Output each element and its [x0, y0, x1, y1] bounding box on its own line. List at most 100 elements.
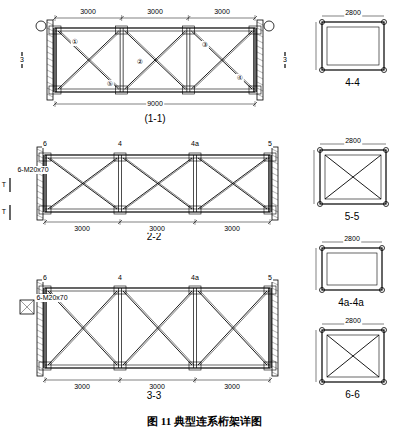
member-line: [48, 158, 117, 209]
member-line: [327, 335, 379, 377]
bolt-symbol: [264, 21, 274, 31]
member-line: [272, 197, 278, 200]
member-line: [45, 219, 46, 225]
member-line: [314, 150, 315, 204]
plate-outline: [322, 248, 382, 290]
member-line: [272, 179, 278, 182]
member-line: [37, 354, 43, 357]
member-line: [257, 70, 263, 73]
member-line: [272, 324, 278, 327]
member-line: [257, 64, 263, 67]
dimension-label: 3000: [146, 8, 164, 16]
member-line: [257, 28, 263, 31]
member-line: [272, 282, 278, 285]
member-line: [186, 28, 187, 92]
member-line: [272, 306, 278, 309]
member-line: [257, 40, 263, 43]
member-line: [56, 28, 57, 92]
member-line: [55, 31, 255, 32]
member-line: [200, 291, 269, 365]
plate-outline: [322, 22, 384, 70]
callout-number: ③: [201, 41, 209, 49]
member-line: [37, 179, 43, 182]
member-line: [48, 291, 117, 365]
member-line: [123, 158, 192, 209]
callout-number: ①: [71, 38, 79, 46]
member-line: [125, 158, 194, 209]
section-view: 6-6: [315, 320, 390, 388]
bolt-symbol: [320, 68, 325, 73]
callout-number: ④: [236, 74, 244, 82]
dimension-label: 6-M20x70: [35, 294, 68, 302]
plate-outline: [47, 20, 53, 100]
section-view: 4a-4a: [315, 240, 387, 296]
member-line: [37, 288, 43, 291]
member-line: [118, 288, 119, 368]
member-line: [272, 312, 278, 315]
bolt-symbol: [380, 288, 385, 293]
dimension-label: 2800: [343, 235, 361, 243]
member-line: [53, 16, 57, 20]
member-line: [123, 291, 192, 365]
member-line: [193, 31, 254, 89]
bolt-symbol: [320, 328, 325, 333]
member-line: [55, 89, 255, 90]
member-line: [47, 46, 53, 49]
member-line: [118, 378, 122, 382]
member-line: [125, 291, 194, 365]
member-line: [60, 31, 121, 89]
member-line: [193, 155, 194, 212]
member-line: [47, 64, 53, 67]
member-line: [272, 342, 278, 345]
member-line: [47, 52, 53, 55]
member-line: [37, 209, 43, 212]
view-title: (1-1): [143, 113, 166, 124]
member-line: [48, 158, 117, 209]
dimension-label: 3000: [73, 383, 91, 391]
member-line: [200, 291, 269, 365]
member-line: [120, 16, 124, 20]
member-line: [45, 222, 270, 223]
member-line: [253, 16, 257, 20]
member-line: [257, 22, 263, 25]
member-line: [253, 28, 254, 92]
plate-outline: [264, 153, 276, 161]
callout-number: ⑤: [106, 80, 114, 88]
member-line: [272, 318, 278, 321]
plate-outline: [37, 147, 43, 220]
view-title: 4-4: [344, 77, 360, 88]
member-line: [325, 155, 381, 199]
member-line: [200, 158, 269, 209]
linework: [10, 15, 389, 385]
figure-caption: 图 11 典型连系桁架详图: [147, 414, 262, 429]
member-line: [272, 348, 278, 351]
member-line: [125, 31, 186, 89]
dimension-label: 3000: [213, 8, 231, 16]
plate-outline: [116, 86, 128, 94]
member-line: [118, 220, 122, 224]
member-line: [196, 288, 197, 368]
member-line: [191, 31, 252, 89]
member-line: [47, 22, 53, 25]
member-line: [47, 28, 53, 31]
member-line: [272, 149, 278, 152]
member-line: [58, 31, 119, 89]
view-title: 5-5: [344, 211, 360, 222]
member-line: [48, 291, 117, 365]
member-line: [37, 324, 43, 327]
plate-outline: [272, 147, 278, 220]
member-line: [272, 372, 278, 375]
member-line: [45, 158, 270, 159]
member-line: [47, 34, 53, 37]
member-line: [43, 220, 47, 224]
member-line: [196, 155, 197, 212]
member-line: [255, 15, 256, 21]
member-line: [45, 377, 46, 383]
member-line: [50, 291, 119, 365]
member-line: [268, 378, 272, 382]
member-line: [45, 291, 270, 292]
member-line: [47, 88, 53, 91]
dimension-label: 3: [282, 56, 288, 64]
member-line: [120, 28, 121, 92]
dimension-label: 3000: [223, 383, 241, 391]
